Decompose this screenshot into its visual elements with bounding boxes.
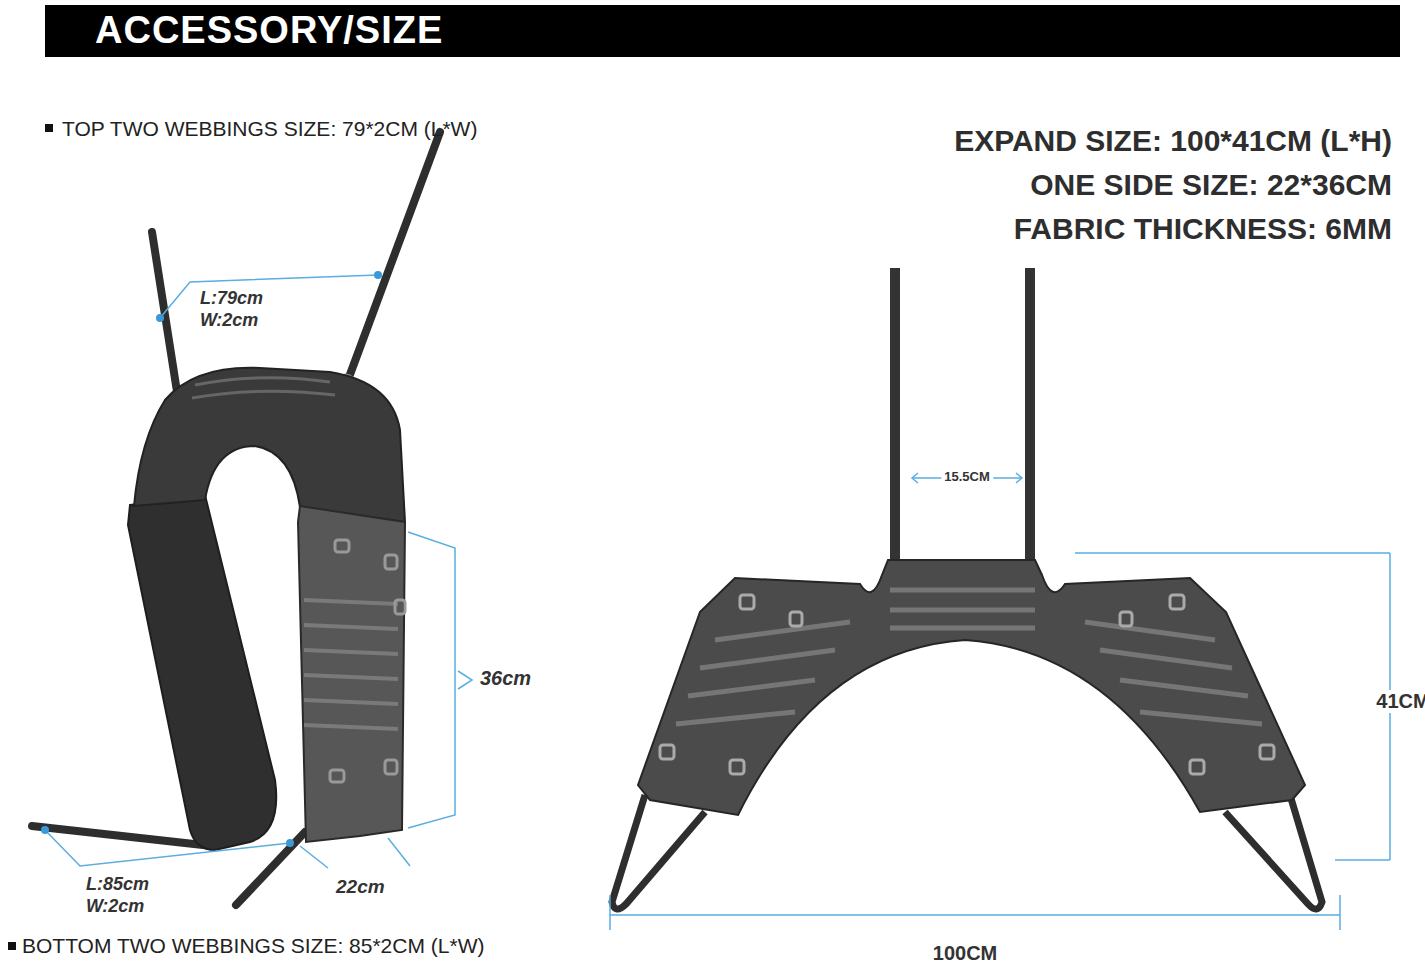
title-bar xyxy=(45,5,1400,57)
dimension: W:2cm xyxy=(86,896,144,917)
bullet xyxy=(8,942,16,950)
dimension: 36cm xyxy=(480,667,531,690)
dimension: 22cm xyxy=(336,876,385,898)
page-title: ACCESSORY/SIZE xyxy=(95,9,443,53)
note: TOP TWO WEBBINGS SIZE: 79*2CM (L*W) xyxy=(62,117,477,141)
dimension-lines xyxy=(45,275,472,868)
spec-line: FABRIC THICKNESS: 6MM xyxy=(1014,212,1392,247)
expanded-product xyxy=(612,268,1322,909)
dimension: L:85cm xyxy=(86,874,149,895)
spec-line: ONE SIDE SIZE: 22*36CM xyxy=(1030,168,1392,203)
spec-line: EXPAND SIZE: 100*41CM (L*H) xyxy=(954,124,1392,159)
dimension: W:2cm xyxy=(200,310,258,331)
dimension: 100CM xyxy=(933,942,997,965)
bullet xyxy=(45,124,53,132)
dimension-lines xyxy=(610,473,1390,930)
dimension: 41CM xyxy=(1373,690,1425,713)
note: BOTTOM TWO WEBBINGS SIZE: 85*2CM (L*W) xyxy=(22,934,484,958)
dimension: 15.5CM xyxy=(941,470,993,485)
dimension: L:79cm xyxy=(200,288,263,309)
folded-product xyxy=(32,132,440,905)
